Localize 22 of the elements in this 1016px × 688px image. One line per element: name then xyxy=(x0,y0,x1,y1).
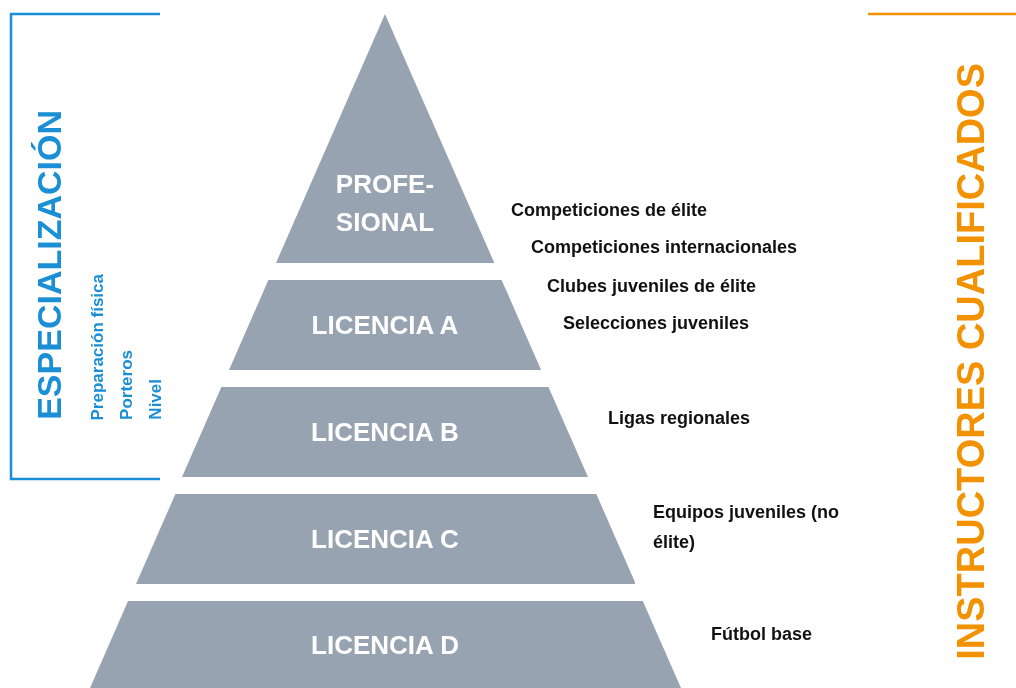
vertical-heading: INSTRUCTORES CUALIFICADOS xyxy=(950,63,993,660)
level-description: Fútbol base xyxy=(711,624,812,645)
pyramid-level-band xyxy=(229,280,542,370)
vertical-label: Nivel xyxy=(146,379,166,420)
level-description: Clubes juveniles de élite xyxy=(547,276,757,297)
level-label: LICENCIA A xyxy=(310,309,460,342)
level-description: Ligas regionales xyxy=(608,408,751,429)
level-label: PROFE- SIONAL xyxy=(334,168,436,239)
level-description: Selecciones juveniles xyxy=(563,313,750,334)
level-label: LICENCIA B xyxy=(310,416,460,449)
pyramid-level-band xyxy=(182,387,589,477)
pyramid-top-triangle xyxy=(276,14,495,263)
pyramid-level-band xyxy=(90,601,681,688)
level-description: Equipos juveniles (no élite) xyxy=(653,501,841,554)
vertical-label: Porteros xyxy=(117,350,137,420)
level-description: Competiciones internacionales xyxy=(531,237,798,258)
level-label: LICENCIA D xyxy=(310,629,460,662)
pyramid-level-band xyxy=(135,494,636,584)
level-label: LICENCIA C xyxy=(310,523,460,556)
vertical-heading: ESPECIALIZACIÓN xyxy=(30,110,69,420)
vertical-label: Preparación física xyxy=(88,273,108,420)
level-description: Competiciones de élite xyxy=(511,200,708,221)
